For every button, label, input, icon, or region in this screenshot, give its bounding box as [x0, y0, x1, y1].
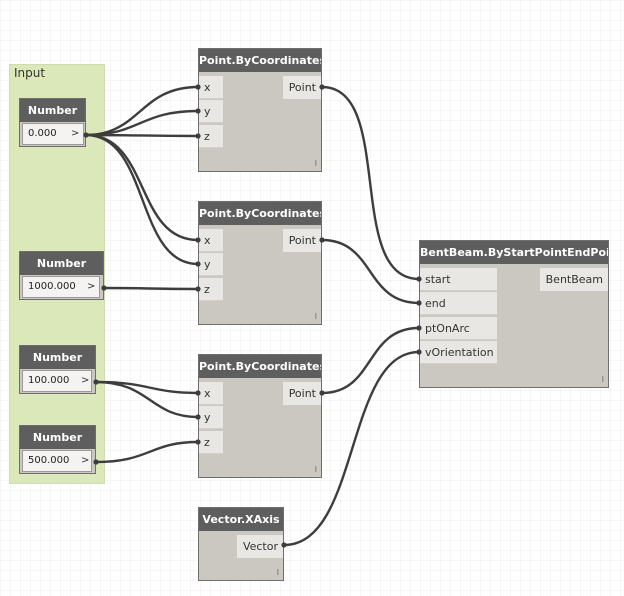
input-port-z[interactable]: z — [199, 278, 223, 301]
point-by-coordinates-node-1[interactable]: Point.ByCoordinates x y z Point l — [198, 48, 322, 172]
number-node-3[interactable]: Number 500.000 > — [19, 425, 96, 474]
input-port-vorientation[interactable]: vOrientation — [420, 341, 497, 364]
lacing-indicator[interactable]: l — [601, 375, 604, 384]
wire-point3-to-ptonarc — [320, 326, 421, 395]
wire-point2-to-end — [320, 238, 421, 305]
node-title: Point.ByCoordinates — [199, 355, 321, 378]
node-title: BentBeam.ByStartPointEndPoint — [420, 241, 608, 264]
number-output-port[interactable]: > — [71, 128, 80, 139]
node-title: Point.ByCoordinates — [199, 202, 321, 225]
number-value-field[interactable]: 100.000 — [22, 370, 92, 392]
input-port-x[interactable]: x — [199, 229, 223, 252]
wire-number2-to-point3-y — [94, 380, 200, 419]
group-title: Input — [14, 66, 46, 80]
number-output-port[interactable]: > — [81, 375, 90, 386]
output-port-point[interactable]: Point — [283, 382, 321, 405]
lacing-indicator[interactable]: l — [314, 159, 317, 168]
number-node-0[interactable]: Number 0.000 > — [19, 98, 86, 147]
node-title: Number — [20, 426, 95, 449]
input-port-y[interactable]: y — [199, 100, 223, 123]
lacing-indicator[interactable]: l — [314, 312, 317, 321]
input-port-x[interactable]: x — [199, 382, 223, 405]
wire-point1-to-start — [320, 85, 421, 281]
lacing-indicator[interactable]: l — [276, 568, 279, 577]
input-port-x[interactable]: x — [199, 76, 223, 99]
input-port-z[interactable]: z — [199, 431, 223, 454]
bentbeam-node[interactable]: BentBeam.ByStartPointEndPoint start end … — [419, 240, 609, 388]
node-title: Vector.XAxis — [199, 508, 283, 531]
number-output-port[interactable]: > — [81, 455, 90, 466]
node-title: Number — [20, 346, 95, 369]
input-port-y[interactable]: y — [199, 406, 223, 429]
input-port-ptonarc[interactable]: ptOnArc — [420, 317, 497, 340]
number-value-field[interactable]: 1000.000 — [22, 276, 100, 298]
lacing-indicator[interactable]: l — [314, 465, 317, 474]
input-port-z[interactable]: z — [199, 125, 223, 148]
vector-xaxis-node[interactable]: Vector.XAxis Vector l — [198, 507, 284, 581]
output-port-bentbeam[interactable]: BentBeam — [540, 268, 608, 291]
node-title: Number — [20, 252, 103, 275]
output-port-point[interactable]: Point — [283, 229, 321, 252]
input-port-y[interactable]: y — [199, 253, 223, 276]
output-port-vector[interactable]: Vector — [237, 535, 283, 558]
number-value-field[interactable]: 500.000 — [22, 450, 92, 472]
node-title: Number — [20, 99, 85, 122]
point-by-coordinates-node-2[interactable]: Point.ByCoordinates x y z Point l — [198, 201, 322, 325]
number-node-1[interactable]: Number 1000.000 > — [19, 251, 104, 300]
point-by-coordinates-node-3[interactable]: Point.ByCoordinates x y z Point l — [198, 354, 322, 478]
wire-number3-to-point3-z — [94, 440, 200, 464]
number-output-port[interactable]: > — [87, 281, 96, 292]
number-value-field[interactable]: 0.000 — [22, 123, 84, 145]
input-port-start[interactable]: start — [420, 268, 497, 291]
number-node-2[interactable]: Number 100.000 > — [19, 345, 96, 394]
output-port-point[interactable]: Point — [283, 76, 321, 99]
wire-number2-to-point3-x — [94, 380, 200, 395]
node-title: Point.ByCoordinates — [199, 49, 321, 72]
input-port-end[interactable]: end — [420, 292, 497, 315]
wire-number1-to-point2-z — [102, 286, 200, 291]
